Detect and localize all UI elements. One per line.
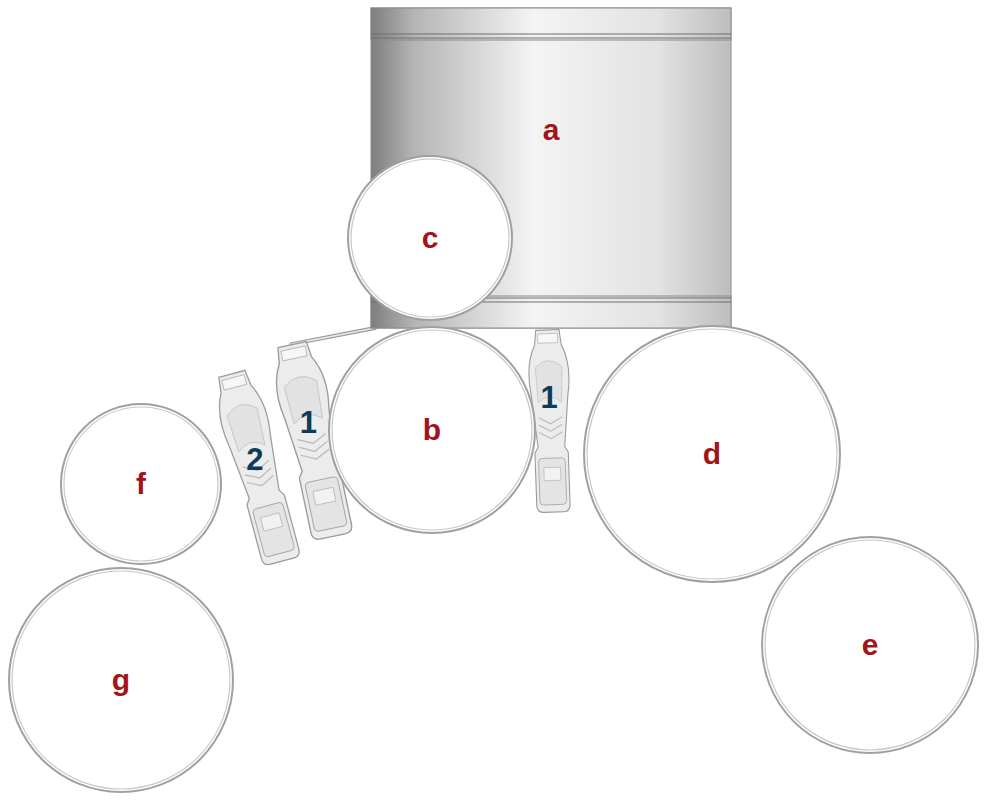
drum-circle: c bbox=[346, 154, 514, 322]
part-letter: f bbox=[136, 469, 146, 499]
drum-circle: b bbox=[327, 325, 537, 535]
drum-circle: f bbox=[59, 402, 223, 566]
part-letter: c bbox=[422, 223, 439, 253]
part-letter: b bbox=[423, 415, 441, 445]
drum-circle: d bbox=[582, 324, 842, 584]
callout-number: 1 bbox=[541, 381, 558, 412]
part-letter: g bbox=[112, 665, 130, 695]
part-letter: e bbox=[862, 630, 879, 660]
callout-number: 1 bbox=[300, 407, 317, 438]
part-letter: d bbox=[703, 439, 721, 469]
drum-circle: e bbox=[760, 535, 980, 755]
part-letter: a bbox=[543, 115, 560, 145]
drum-circle: g bbox=[7, 566, 235, 794]
callout-number: 2 bbox=[246, 444, 263, 475]
